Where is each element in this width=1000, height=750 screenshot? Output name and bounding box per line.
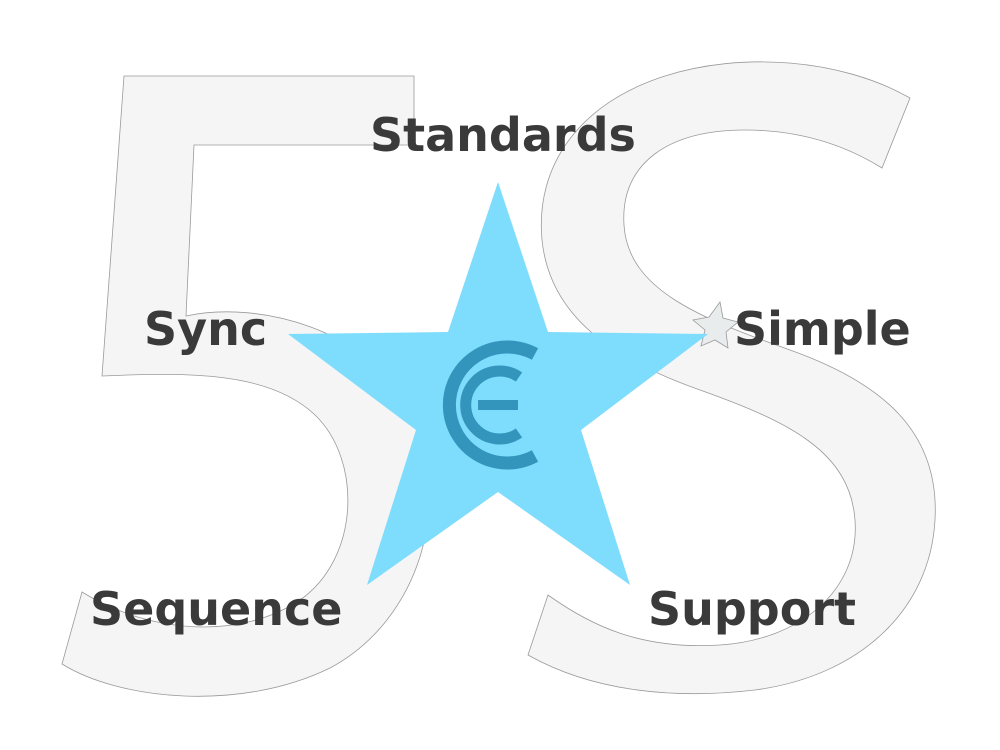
label-support: Support (648, 582, 857, 636)
label-simple: Simple (734, 302, 911, 356)
central-star (288, 182, 708, 585)
ce-ring-logo-icon (442, 340, 539, 470)
label-sync: Sync (144, 302, 268, 356)
backdrop-glyph-s (527, 61, 936, 695)
label-sequence: Sequence (90, 582, 343, 636)
label-standards: Standards (370, 108, 636, 162)
